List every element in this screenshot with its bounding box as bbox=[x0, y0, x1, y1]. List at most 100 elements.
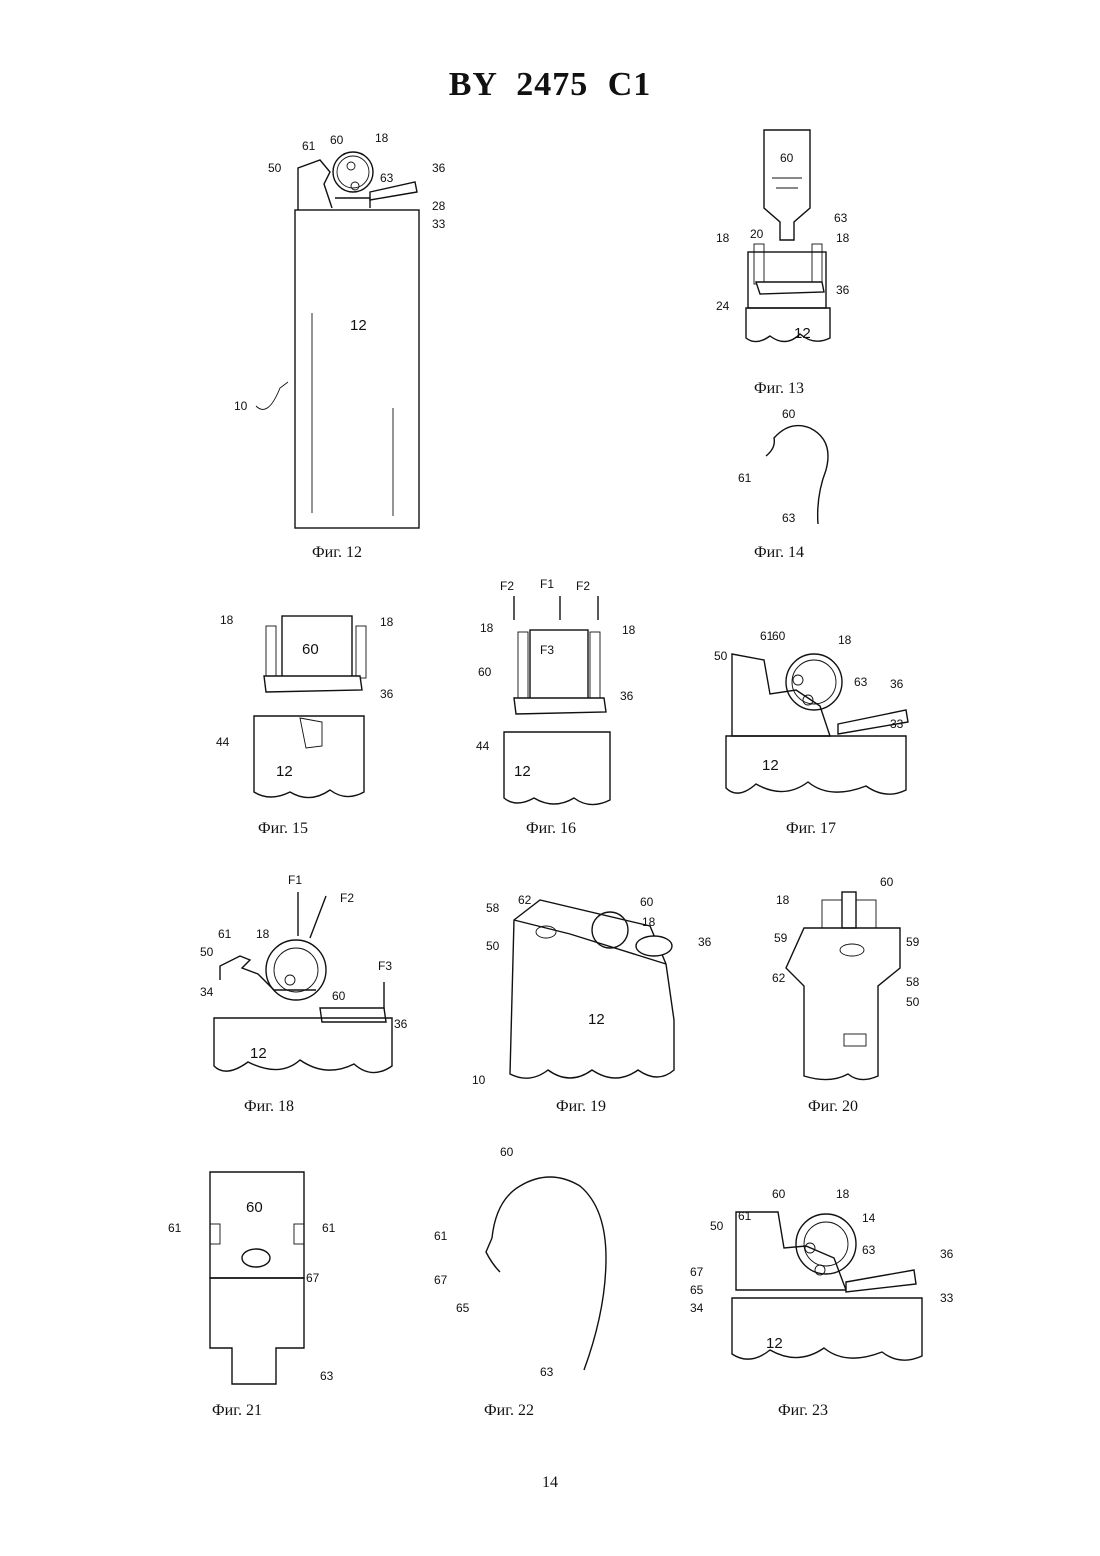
fig12-label-61: 61 bbox=[302, 139, 316, 153]
fig18-label-18: 18 bbox=[256, 927, 270, 941]
fig17-label-12: 12 bbox=[762, 757, 779, 774]
fig17-label-63: 63 bbox=[854, 675, 868, 689]
fig12-label-63: 63 bbox=[380, 171, 394, 185]
fig23-label-63: 63 bbox=[862, 1243, 876, 1257]
figure-15-drawing: 60 18 18 36 44 12 bbox=[210, 606, 410, 806]
fig19-label-60: 60 bbox=[640, 895, 654, 909]
fig20-label-58: 58 bbox=[906, 975, 920, 989]
fig18-label-60: 60 bbox=[332, 989, 346, 1003]
fig15-label-18-left: 18 bbox=[220, 613, 234, 627]
fig16-label-18-right: 18 bbox=[622, 623, 636, 637]
fig22-label-63: 63 bbox=[540, 1365, 554, 1379]
fig20-label-59-left: 59 bbox=[774, 931, 788, 945]
fig16-label-F2-left: F2 bbox=[500, 579, 514, 593]
fig18-caption: Фиг. 18 bbox=[244, 1098, 294, 1116]
fig19-label-50: 50 bbox=[486, 939, 500, 953]
fig19-label-10: 10 bbox=[472, 1073, 486, 1087]
fig15-label-60: 60 bbox=[302, 641, 319, 658]
figure-23-drawing: 60 18 50 61 14 63 36 67 65 34 33 12 bbox=[686, 1180, 966, 1400]
fig19-caption: Фиг. 19 bbox=[556, 1098, 606, 1116]
fig16-label-18-left: 18 bbox=[480, 621, 494, 635]
fig17-label-18: 18 bbox=[838, 633, 852, 647]
fig19-label-58: 58 bbox=[486, 901, 500, 915]
fig22-label-67: 67 bbox=[434, 1273, 448, 1287]
document-title: BY 2475 C1 bbox=[0, 66, 1100, 104]
fig16-label-F2-right: F2 bbox=[576, 579, 590, 593]
fig22-label-60: 60 bbox=[500, 1145, 514, 1159]
fig13-label-12: 12 bbox=[794, 325, 811, 342]
fig15-caption: Фиг. 15 bbox=[258, 820, 308, 838]
fig23-label-67: 67 bbox=[690, 1265, 704, 1279]
fig23-label-60: 60 bbox=[772, 1187, 786, 1201]
figure-19-drawing: 62 60 58 18 50 36 12 10 bbox=[470, 880, 720, 1090]
fig18-label-F1: F1 bbox=[288, 873, 302, 887]
figure-13-drawing: 60 63 18 20 18 36 24 12 bbox=[710, 126, 870, 376]
fig23-label-18: 18 bbox=[836, 1187, 850, 1201]
fig13-label-36: 36 bbox=[836, 283, 850, 297]
fig13-caption: Фиг. 13 bbox=[754, 380, 804, 398]
fig19-label-12: 12 bbox=[588, 1011, 605, 1028]
fig20-label-59-right: 59 bbox=[906, 935, 920, 949]
fig16-label-36: 36 bbox=[620, 689, 634, 703]
fig15-label-18-right: 18 bbox=[380, 615, 394, 629]
fig23-label-61: 61 bbox=[738, 1209, 752, 1223]
fig23-label-36: 36 bbox=[940, 1247, 954, 1261]
fig18-label-F3: F3 bbox=[378, 959, 392, 973]
fig18-label-50: 50 bbox=[200, 945, 214, 959]
fig18-label-F2: F2 bbox=[340, 891, 354, 905]
figure-21-drawing: 60 61 61 67 63 bbox=[160, 1166, 360, 1396]
fig13-label-18-right: 18 bbox=[836, 231, 850, 245]
fig21-label-61-right: 61 bbox=[322, 1221, 336, 1235]
fig23-label-33: 33 bbox=[940, 1291, 954, 1305]
figure-18-drawing: F1 F2 61 18 50 F3 34 60 36 12 bbox=[196, 870, 426, 1090]
figure-17-drawing: 61 60 18 50 63 36 33 12 bbox=[710, 620, 930, 810]
fig23-caption: Фиг. 23 bbox=[778, 1402, 828, 1420]
fig12-label-50: 50 bbox=[268, 161, 282, 175]
fig20-label-50: 50 bbox=[906, 995, 920, 1009]
fig23-label-12: 12 bbox=[766, 1335, 783, 1352]
fig20-caption: Фиг. 20 bbox=[808, 1098, 858, 1116]
fig12-label-36: 36 bbox=[432, 161, 446, 175]
fig21-label-61-left: 61 bbox=[168, 1221, 182, 1235]
fig16-label-F1: F1 bbox=[540, 577, 554, 591]
fig21-label-63: 63 bbox=[320, 1369, 334, 1383]
fig12-label-60: 60 bbox=[330, 133, 344, 147]
fig20-label-62: 62 bbox=[772, 971, 786, 985]
fig15-label-36: 36 bbox=[380, 687, 394, 701]
fig17-label-33: 33 bbox=[890, 717, 904, 731]
figure-20-drawing: 18 60 59 59 62 58 50 bbox=[760, 870, 950, 1090]
fig15-label-44: 44 bbox=[216, 735, 230, 749]
fig23-label-65: 65 bbox=[690, 1283, 704, 1297]
fig12-label-10: 10 bbox=[234, 399, 248, 413]
fig14-label-60: 60 bbox=[782, 407, 796, 421]
fig13-label-60: 60 bbox=[780, 151, 794, 165]
fig14-label-61: 61 bbox=[738, 471, 752, 485]
fig16-label-F3: F3 bbox=[540, 643, 554, 657]
figure-22-drawing: 60 61 67 65 63 bbox=[430, 1140, 630, 1390]
fig20-label-18: 18 bbox=[776, 893, 790, 907]
fig18-label-12: 12 bbox=[250, 1045, 267, 1062]
fig18-label-34: 34 bbox=[200, 985, 214, 999]
fig14-caption: Фиг. 14 bbox=[754, 544, 804, 562]
fig13-label-24: 24 bbox=[716, 299, 730, 313]
fig19-label-36: 36 bbox=[698, 935, 712, 949]
fig17-label-60: 60 bbox=[772, 629, 786, 643]
fig22-label-61: 61 bbox=[434, 1229, 448, 1243]
fig16-label-44: 44 bbox=[476, 739, 490, 753]
fig18-label-36: 36 bbox=[394, 1017, 408, 1031]
fig18-label-61: 61 bbox=[218, 927, 232, 941]
fig22-label-65: 65 bbox=[456, 1301, 470, 1315]
fig17-label-36: 36 bbox=[890, 677, 904, 691]
fig17-caption: Фиг. 17 bbox=[786, 820, 836, 838]
fig22-caption: Фиг. 22 bbox=[484, 1402, 534, 1420]
fig16-label-12: 12 bbox=[514, 763, 531, 780]
fig12-label-33: 33 bbox=[432, 217, 446, 231]
fig23-label-14: 14 bbox=[862, 1211, 876, 1225]
fig23-label-34: 34 bbox=[690, 1301, 704, 1315]
fig12-label-28: 28 bbox=[432, 199, 446, 213]
figure-14-drawing: 60 61 63 bbox=[730, 404, 850, 534]
fig21-label-60: 60 bbox=[246, 1199, 263, 1216]
fig16-caption: Фиг. 16 bbox=[526, 820, 576, 838]
figure-12-drawing: 12 61 60 18 50 63 36 28 33 10 bbox=[220, 128, 480, 538]
fig12-label-12: 12 bbox=[350, 317, 367, 334]
